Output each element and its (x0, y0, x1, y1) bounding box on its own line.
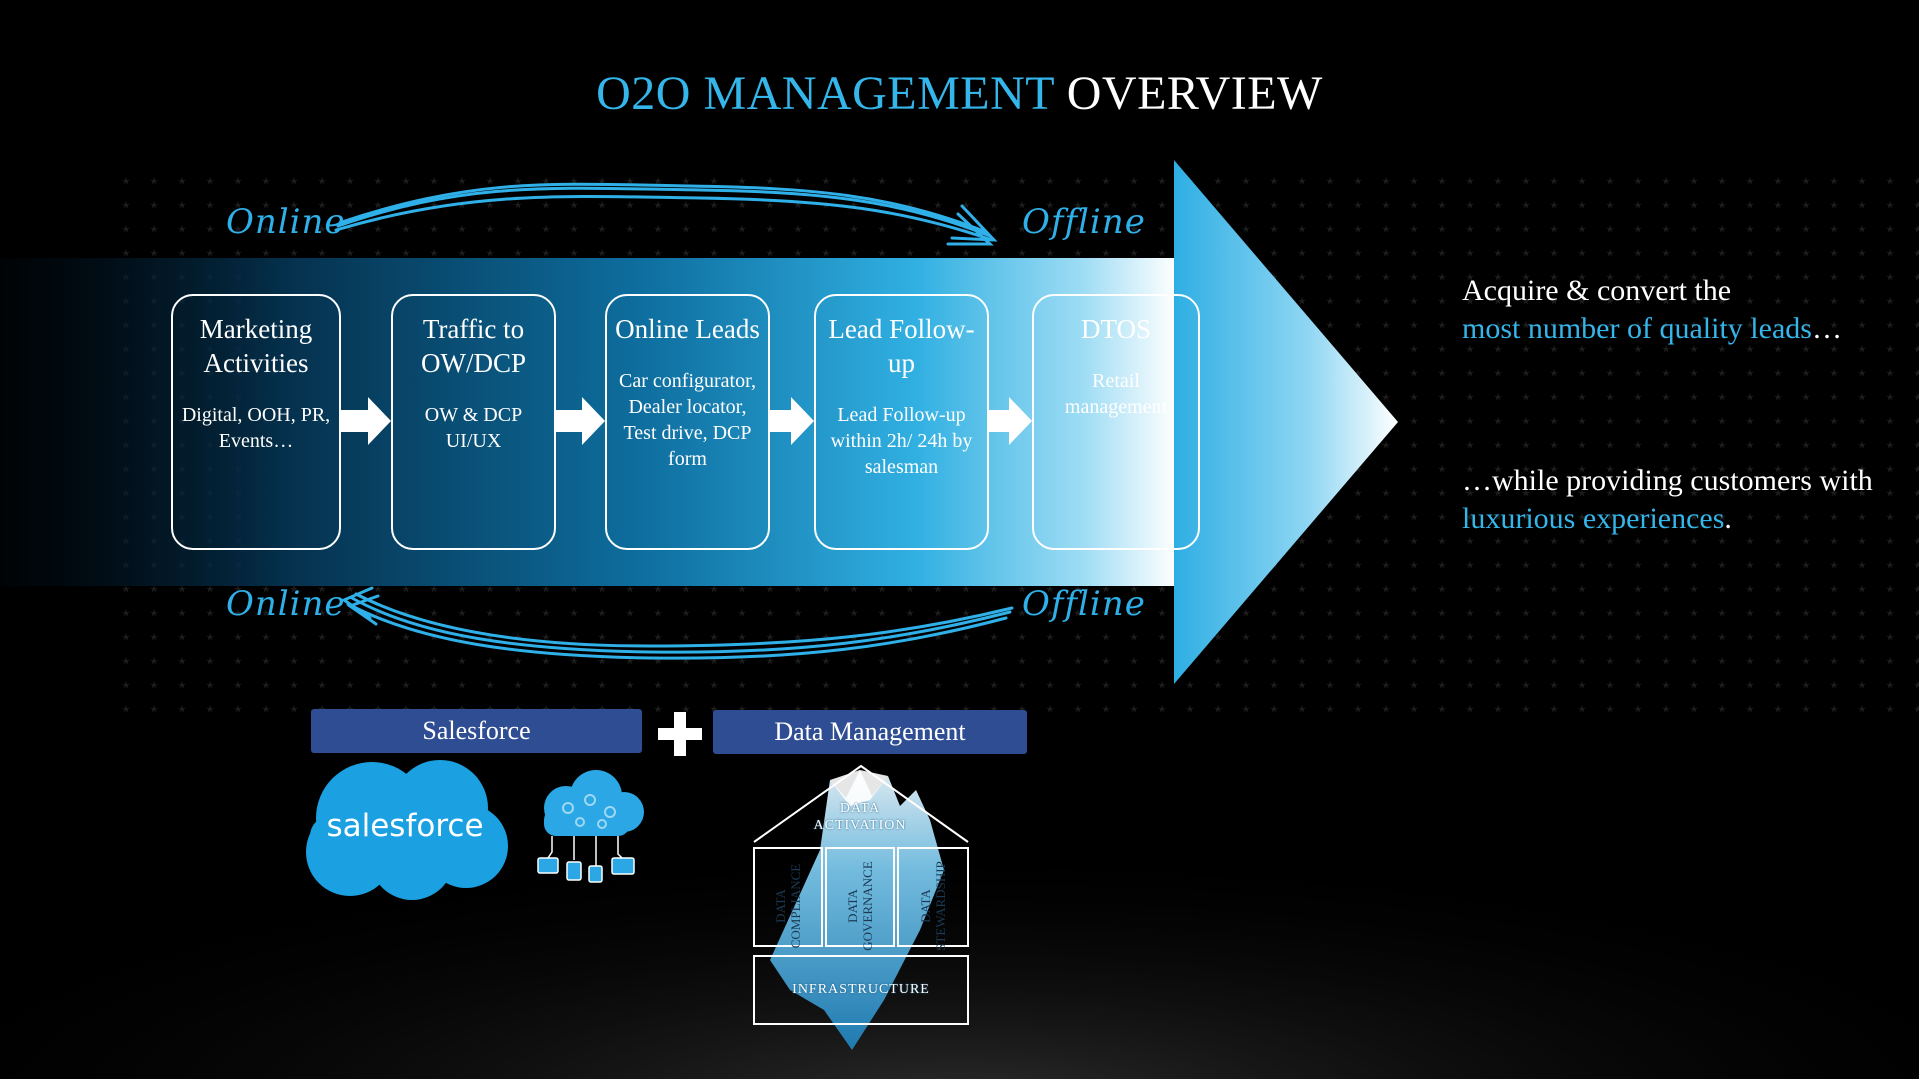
salesforce-logo-text: salesforce (326, 808, 484, 844)
connector-arrow-icon (989, 397, 1032, 445)
tagline-text: Acquire & convert the (1462, 274, 1732, 307)
foundation (753, 955, 969, 1025)
tagline-acquire: Acquire & convert the most number of qua… (1462, 272, 1902, 348)
connector-arrow-icon (341, 397, 391, 445)
salesforce-pill: Salesforce (311, 709, 642, 753)
step-title: DTOS (1080, 314, 1152, 344)
page-title: O2O MANAGEMENT OVERVIEW (0, 66, 1919, 121)
pillar-label-stewardship: DATA STEWARDSHIP (918, 861, 948, 951)
tagline-text: . (1724, 502, 1732, 535)
tagline-highlight: most number of quality leads (1462, 312, 1812, 345)
pillar-left (753, 847, 823, 947)
plus-icon (658, 712, 702, 756)
title-rest: OVERVIEW (1066, 67, 1323, 120)
pillar-middle (825, 847, 895, 947)
data-management-pill: Data Management (713, 710, 1027, 754)
tagline-text: … (1811, 312, 1842, 345)
iceberg-icon (770, 770, 944, 1050)
connector-arrow-icon (770, 397, 814, 445)
online-label-bottom: Online (226, 584, 346, 624)
step-dtos: DTOS Retail management (1032, 294, 1200, 550)
step-online-leads: Online Leads Car configurator, Dealer lo… (605, 294, 770, 550)
step-description: Car configurator, Dealer locator, Test d… (619, 370, 756, 470)
step-marketing-activities: Marketing Activities Digital, OOH, PR, E… (171, 294, 341, 550)
pillar-label-compliance: DATA COMPLIANCE (773, 863, 803, 949)
pillar-label-governance: DATA GOVERNANCE (845, 861, 875, 951)
house-top-label: DATA ACTIVATION (813, 801, 907, 833)
step-description: Lead Follow-up within 2h/ 24h by salesma… (830, 404, 973, 478)
house-base-label: INFRASTRUCTURE (792, 982, 930, 997)
step-traffic: Traffic to OW/DCP OW & DCP UI/UX (391, 294, 556, 550)
tagline-experience: …while providing customers with luxuriou… (1462, 462, 1902, 538)
tagline-highlight: luxurious experiences (1462, 502, 1725, 535)
step-title: Lead Follow-up (828, 314, 975, 378)
step-lead-follow-up: Lead Follow-up Lead Follow-up within 2h/… (814, 294, 989, 550)
step-title: Online Leads (615, 314, 760, 344)
step-description: Retail management (1064, 370, 1168, 418)
online-label-top: Online (226, 202, 346, 242)
step-description: Digital, OOH, PR, Events… (181, 404, 331, 452)
offline-label-bottom: Offline (1022, 584, 1146, 624)
offline-label-top: Offline (1022, 202, 1146, 242)
house-roof (753, 764, 969, 843)
top-loop-arrow (334, 182, 998, 246)
pillar-right (897, 847, 969, 947)
tagline-text: …while providing customers with (1462, 464, 1873, 497)
step-title: Marketing Activities (199, 314, 313, 378)
step-description: OW & DCP UI/UX (424, 404, 523, 452)
title-accent: O2O MANAGEMENT (596, 67, 1055, 120)
bottom-loop-arrow (340, 586, 1014, 660)
step-title: Traffic to OW/DCP (420, 314, 526, 378)
connector-arrow-icon (556, 397, 605, 445)
